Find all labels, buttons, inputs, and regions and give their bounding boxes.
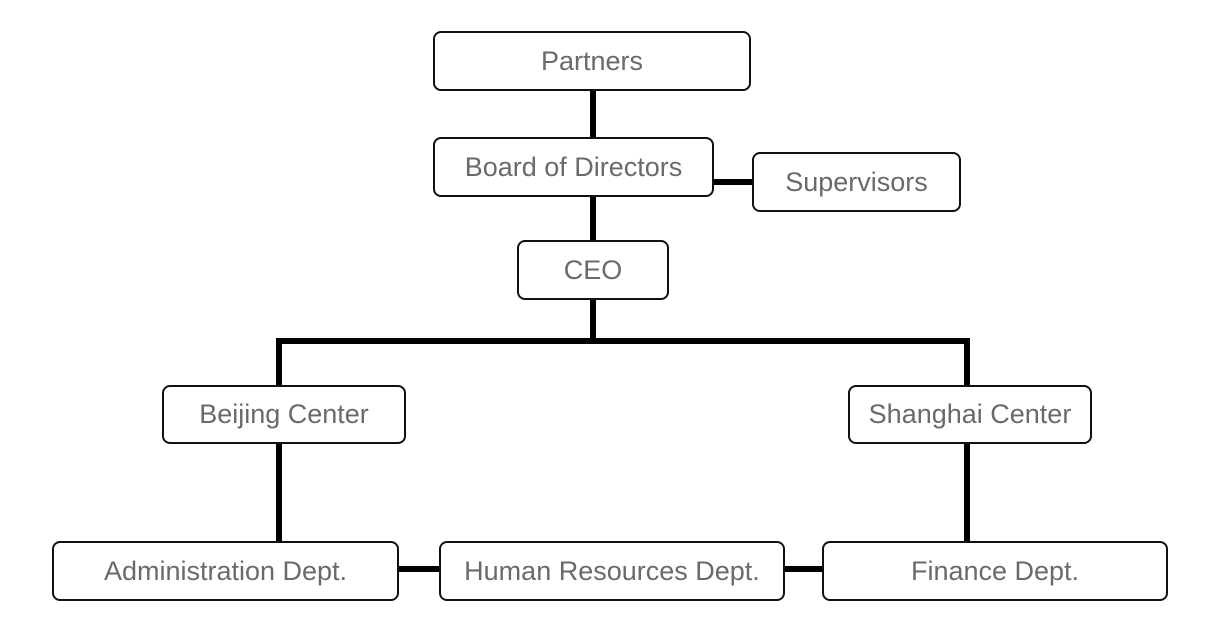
connector-branch-beijing <box>276 338 282 386</box>
connector-shanghai-finance <box>964 443 970 542</box>
connector-ceo-down <box>590 299 596 341</box>
node-finance-label: Finance Dept. <box>910 555 1080 586</box>
node-board-of-directors: Board of Directors <box>433 137 714 197</box>
connector-partners-board <box>590 90 596 138</box>
node-shanghai-label: Shanghai Center <box>868 399 1072 429</box>
connector-hr-finance <box>784 566 823 572</box>
node-hr-label: Human Resources Dept. <box>464 555 760 586</box>
node-shanghai-center: Shanghai Center <box>848 385 1092 444</box>
node-human-resources-dept: Human Resources Dept. <box>439 541 785 601</box>
connector-horizontal-branch <box>276 338 970 344</box>
node-board-label: Board of Directors <box>464 151 683 182</box>
node-supervisors-label: Supervisors <box>785 166 928 197</box>
node-beijing-center: Beijing Center <box>162 385 406 444</box>
connector-admin-hr <box>398 566 440 572</box>
node-beijing-label: Beijing Center <box>199 399 369 429</box>
node-ceo: CEO <box>517 240 669 300</box>
node-administration-dept: Administration Dept. <box>52 541 399 601</box>
connector-beijing-admin <box>276 443 282 542</box>
connector-board-ceo <box>590 196 596 241</box>
node-partners: Partners <box>433 31 751 91</box>
node-finance-dept: Finance Dept. <box>822 541 1168 601</box>
node-admin-label: Administration Dept. <box>103 555 348 586</box>
node-supervisors: Supervisors <box>752 152 961 212</box>
connector-branch-shanghai <box>964 338 970 386</box>
connector-board-supervisors <box>713 179 753 185</box>
node-partners-label: Partners <box>540 45 644 76</box>
node-ceo-label: CEO <box>563 254 623 285</box>
